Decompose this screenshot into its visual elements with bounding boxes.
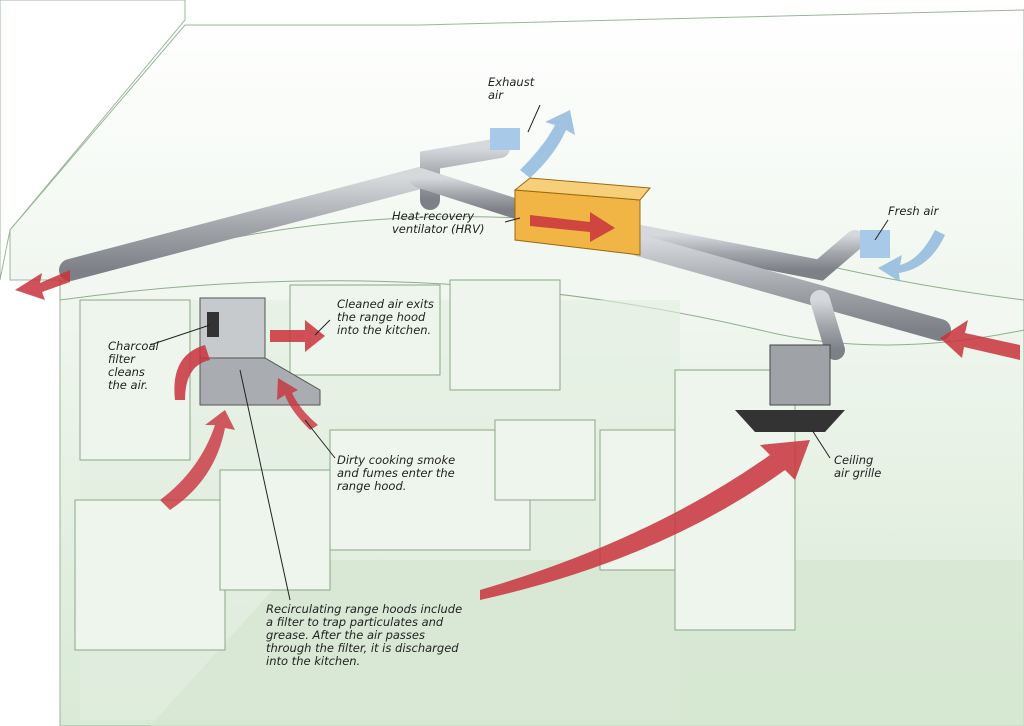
exhaust-air-arrow (520, 110, 575, 178)
label-fresh-air: Fresh air (888, 205, 938, 218)
label-exhaust-air: Exhaust air (488, 76, 534, 102)
label-line: air grille (834, 466, 882, 480)
label-line: into the kitchen. (266, 654, 361, 668)
label-line: filter (108, 352, 135, 366)
leader-lines (149, 104, 889, 601)
fresh-air-supply-arrow (480, 440, 810, 600)
ceiling-air-grille (735, 344, 845, 432)
label-line: air (488, 88, 503, 102)
label-line: and fumes enter the (337, 466, 455, 480)
label-dirty-smoke: Dirty cooking smoke and fumes enter the … (337, 454, 455, 493)
dirty-air-arrow (277, 378, 318, 430)
filter-arrow (174, 345, 210, 400)
airflow-arrows (15, 110, 1020, 600)
label-line: Fresh air (888, 204, 939, 218)
label-ceiling-grille: Ceiling air grille (834, 454, 881, 480)
label-line: Recirculating range hoods include (266, 602, 463, 616)
label-line: the range hood (337, 310, 426, 324)
label-line: Cleaned air exits (337, 297, 434, 311)
label-line: cleans (108, 365, 145, 379)
label-line: Ceiling (834, 453, 874, 467)
smoke-rise-arrow (160, 410, 235, 510)
fresh-air-intake-arrow (940, 320, 1020, 360)
hrv-flow-arrow (530, 212, 615, 242)
label-line: the air. (108, 378, 149, 392)
fresh-air-arrow (878, 230, 945, 282)
label-cleaned-air: Cleaned air exits the range hood into th… (337, 298, 434, 337)
label-line: grease. After the air passes (266, 628, 425, 642)
label-line: Heat-recovery (392, 209, 475, 223)
label-hrv: Heat-recovery ventilator (HRV) (392, 210, 485, 236)
label-line: Exhaust (488, 75, 535, 89)
label-line: ventilator (HRV) (392, 222, 485, 236)
fresh-air-vent (860, 230, 890, 258)
label-line: Charcoal (108, 339, 159, 353)
label-recirculating-hoods: Recirculating range hoods include a filt… (266, 603, 462, 668)
label-line: through the filter, it is discharged (266, 641, 459, 655)
label-charcoal-filter: Charcoal filter cleans the air. (108, 340, 159, 392)
exhaust-out-arrow (15, 270, 70, 300)
label-line: range hood. (337, 479, 407, 493)
cleaned-air-arrow (270, 320, 325, 352)
exhaust-vent (490, 128, 520, 150)
label-line: a filter to trap particulates and (266, 615, 444, 629)
label-line: Dirty cooking smoke (337, 453, 456, 467)
ductwork (59, 138, 951, 360)
label-line: into the kitchen. (337, 323, 432, 337)
